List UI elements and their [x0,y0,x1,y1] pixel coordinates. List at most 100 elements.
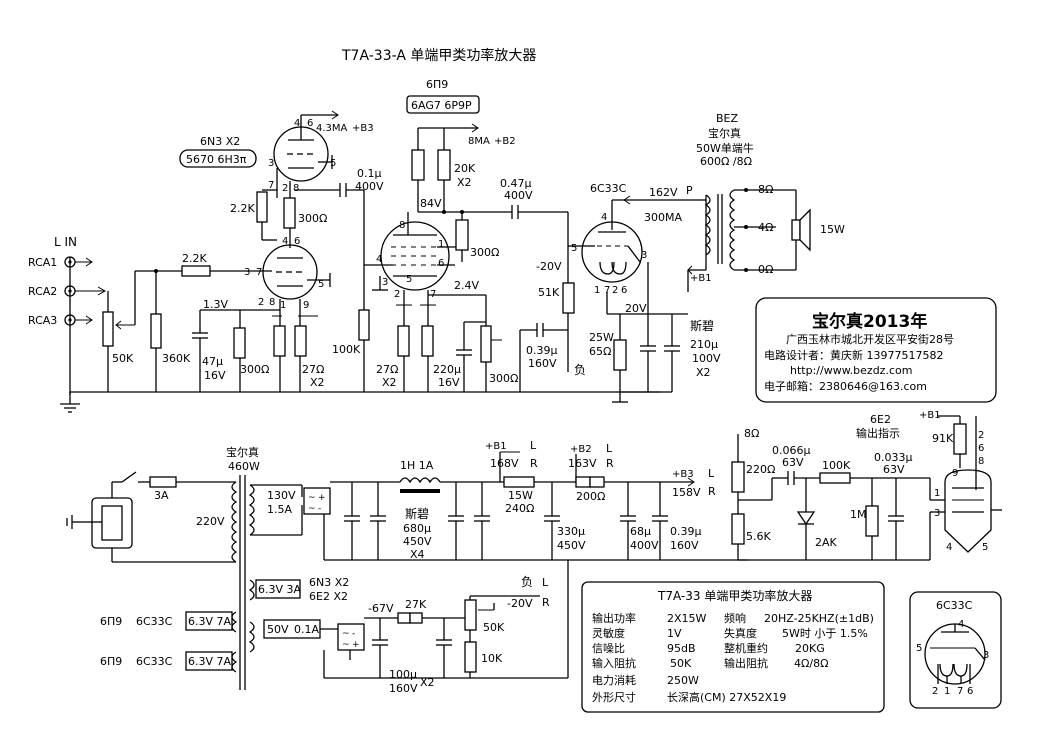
svg-text:6: 6 [967,686,973,697]
svg-text:3: 3 [268,158,274,169]
output-transformer: BEZ 宝尔真 50W单端牛 600Ω /8Ω +B1 8Ω 4Ω 0Ω 15W [687,112,845,292]
ot-brand: BEZ [716,112,738,125]
stage3-r-cath: 25W [589,331,614,344]
svg-text:灵敏度: 灵敏度 [592,626,625,640]
svg-text:5W时 小于 1.5%: 5W时 小于 1.5% [782,627,868,640]
svg-text:1: 1 [594,285,600,296]
svg-text:2: 2 [258,297,264,308]
ps-c100: 100μ [389,668,417,681]
svg-text:4: 4 [601,212,607,223]
ps-hv: 130V [267,489,296,502]
ind-c033-v: 63V [883,463,905,476]
stage3-c-grid-v: 160V [528,357,557,370]
stage2-v-plate: 84V [420,197,442,210]
svg-text:50K: 50K [670,657,692,670]
spec-row: 外形尺寸 长深高(CM) 27X52X19 [592,690,786,704]
svg-text:1: 1 [438,239,444,250]
svg-text:5: 5 [916,643,922,654]
svg-text:20HZ-25KHZ(±1dB): 20HZ-25KHZ(±1dB) [764,612,874,625]
ot-tap8: 8Ω [758,183,773,196]
stage3-v-cath: 20V [625,302,647,315]
stage3-c-cath: 210μ [690,338,718,351]
info-address: 广西玉林市城北开发区平安街28号 [786,332,954,346]
svg-text:2: 2 [612,285,618,296]
ind-pin-a: 2 [978,430,984,441]
stage1-c-volt: 400V [355,180,384,193]
ps-b2: +B2 [570,444,592,455]
info-email: 电子邮箱：2380646@163.com [764,379,927,393]
stage3-c-cath-brand: 斯碧 [690,319,714,333]
ps-b1-r: R [530,457,538,470]
ind-pin3: 3 [934,508,940,519]
stage1-current: 4.3MA [316,123,348,134]
info-designer: 电路设计者：黄庆新 13977517582 [764,348,943,362]
ind-r100: 100K [822,459,851,472]
ps-fil3-t2: 6C33C [136,655,173,668]
ps-fil1-tubes2: 6E2 X2 [309,590,348,603]
r-grid1-value: 2.2K [182,252,207,265]
svg-text:2: 2 [282,183,288,194]
ps-cap-n: X4 [410,548,425,561]
ot-tap0: 0Ω [758,263,773,276]
ps-r200: 200Ω [576,490,605,503]
stage2-c-couple: 0.47μ [500,177,532,190]
stage3-r-grid: 51K [538,286,560,299]
ps-bias-a: 0.1A [294,623,319,636]
stage3-v-plate: 162V [649,186,678,199]
ps-c330: 330μ [557,525,585,538]
ind-pin5: 5 [982,542,988,553]
svg-text:6: 6 [438,258,444,269]
ps-fil3-v: 6.3V 7A [188,655,232,668]
ind-r91: 91K [932,432,954,445]
ind-pin-b: 6 [978,443,984,454]
stage3-current: 300MA [644,211,682,224]
svg-text:4: 4 [376,254,382,265]
svg-text:输出功率: 输出功率 [592,611,636,625]
volume-pot [102,271,136,392]
spec-title: T7A-33 单端甲类功率放大器 [657,588,812,603]
ind-b1: +B1 [919,410,941,421]
ps-cap-brand: 斯碧 [405,507,429,521]
svg-text:4Ω/8Ω: 4Ω/8Ω [794,657,829,670]
rca1-label: RCA1 [28,256,57,269]
info-title: 宝尔真2013年 [812,311,927,332]
pot-value: 50K [112,352,134,365]
stage1-tube-label: 6N3 X2 [200,135,240,148]
ind-pin-c: 8 [978,456,984,467]
svg-text:2: 2 [932,686,938,697]
svg-text:8: 8 [399,220,405,231]
ind-c066-v: 63V [782,456,804,469]
svg-text:6: 6 [307,118,313,129]
r-input-value: 360K [162,352,191,365]
stage1-c-cath: 47μ [202,355,223,368]
stage2-r-cath: 27Ω [376,363,398,376]
stage2-tube-sub-box [406,95,480,114]
ps-b1: +B1 [485,441,507,452]
svg-text:7: 7 [604,285,610,296]
stage1-tube-sub-box [179,149,257,168]
stage2-r-grid: 100K [332,343,361,356]
ps-b3: +B3 [672,469,694,480]
stage2-r-cath2: 300Ω [489,372,518,385]
ps-fuse: 3A [154,489,169,502]
stage1-r-plate: 300Ω [298,212,327,225]
stage3-tube-label: 6C33C [590,182,627,195]
svg-text:5: 5 [330,158,336,169]
magic-eye-tube [944,469,992,553]
ps-fil2-t1: 6П9 [100,615,122,628]
diagram-title: T7A-33-A 单端甲类功率放大器 [341,47,536,64]
svg-text:3: 3 [983,650,989,661]
info-box: 宝尔真2013年 广西玉林市城北开发区平安街28号 电路设计者：黄庆新 1397… [755,297,997,403]
svg-text:信噪比: 信噪比 [592,642,625,655]
pinout-title: 6C33C [936,599,973,612]
ot-b1: +B1 [690,273,712,284]
ps-pot50: 50K [483,621,505,634]
ps-b2-r: R [606,457,614,470]
svg-text:7: 7 [268,180,274,191]
stage1-r-upper: 2.2K [230,202,255,215]
svg-text:~: ~ [342,629,350,639]
stage3-c-cath-v: 100V [692,352,721,365]
ind-diode: 2AK [815,536,838,549]
